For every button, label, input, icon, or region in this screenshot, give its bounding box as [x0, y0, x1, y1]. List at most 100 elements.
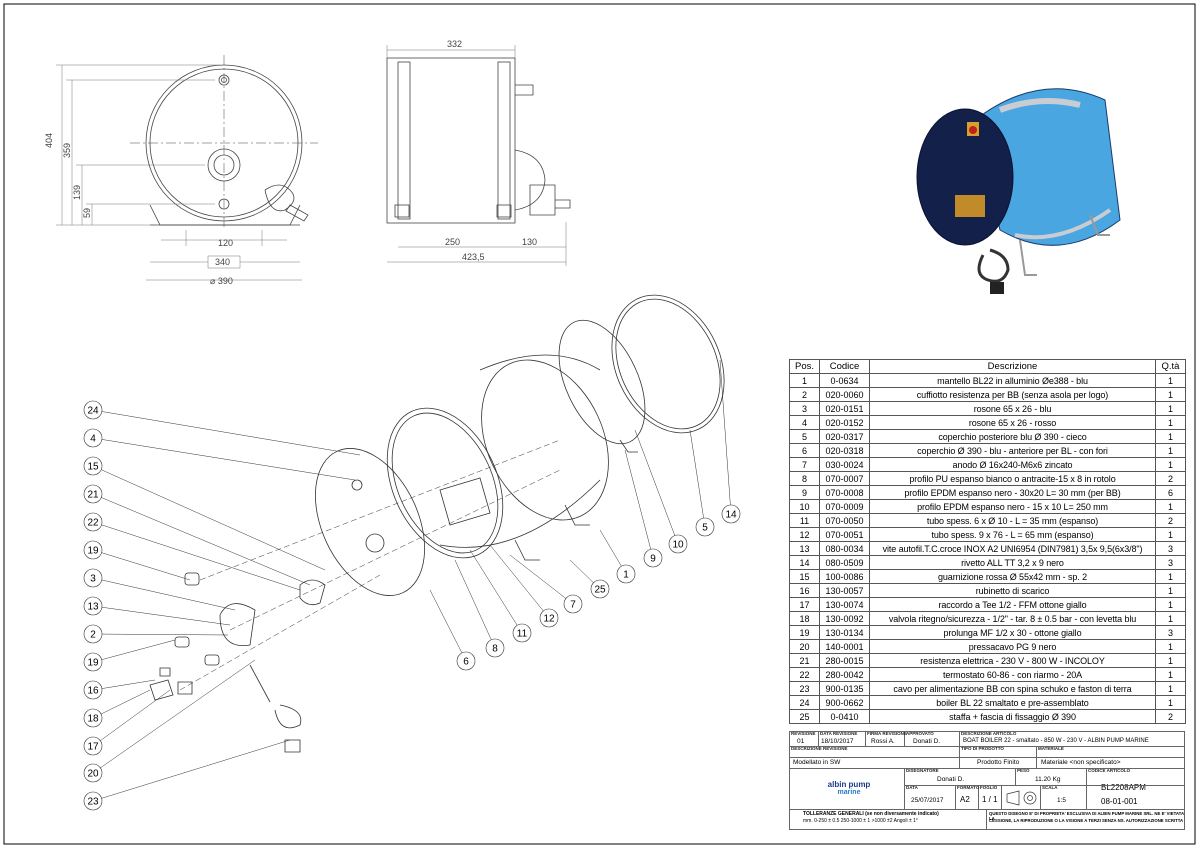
revision-number: 01 [797, 738, 805, 745]
dim-height-upper: 359 [62, 143, 72, 158]
balloon-label: 15 [87, 462, 99, 473]
balloon-leader [92, 689, 171, 747]
designer: Donati D. [937, 776, 965, 783]
bom-cell-desc: resistenza elettrica - 230 V - 800 W - I… [869, 653, 1156, 668]
bom-cell-code: 020-0151 [819, 401, 870, 416]
balloon-circle [590, 579, 610, 599]
drawing-number: 08-01-001 [1101, 797, 1138, 806]
modeled-in: Modellato in SW [793, 759, 841, 766]
balloon-label: 19 [87, 546, 99, 557]
bom-cell-qty: 1 [1155, 695, 1186, 710]
bom-cell-code: 070-0050 [819, 513, 870, 528]
cap-revision: REVISIONE [791, 731, 816, 736]
balloon-label: 8 [492, 644, 498, 655]
bom-cell-desc: tubo spess. 9 x 76 - L = 65 mm (espanso) [869, 527, 1156, 542]
balloon-circle [456, 651, 476, 671]
cap-material: MATERIALE [1038, 746, 1064, 751]
bom-cell-pos: 12 [789, 527, 820, 542]
bom-cell-pos: 24 [789, 695, 820, 710]
bom-cell-pos: 1 [789, 373, 820, 388]
bom-cell-code: 020-0060 [819, 387, 870, 402]
bom-cell-code: 100-0086 [819, 569, 870, 584]
dim-h2: 59 [82, 208, 92, 218]
balloon-leader [92, 689, 151, 719]
bom-header-desc: Descrizione [869, 359, 1156, 374]
balloon-circle [83, 428, 103, 448]
bom-cell-qty: 1 [1155, 499, 1186, 514]
bom-cell-code: 070-0009 [819, 499, 870, 514]
bom-cell-qty: 1 [1155, 639, 1186, 654]
balloon-circle [83, 512, 103, 532]
dim-h1: 139 [72, 185, 82, 200]
cap-weight: PESO [1017, 768, 1030, 773]
ownership-line-2: CESSIONE, LA RIPRODUZIONE O LA VISIONE A… [989, 818, 1184, 823]
date: 25/07/2017 [911, 797, 944, 804]
bom-cell-desc: rosone 65 x 26 - blu [869, 401, 1156, 416]
balloon-label: 11 [517, 629, 528, 640]
approved-by: Donati D. [913, 738, 941, 745]
projection-symbol [1006, 790, 1037, 806]
bom-cell-pos: 6 [789, 443, 820, 458]
balloon-label: 16 [87, 686, 99, 697]
bom-cell-code: 130-0074 [819, 597, 870, 612]
bom-cell-code: 0-0410 [819, 709, 870, 724]
balloon-label: 18 [87, 714, 99, 725]
bom-cell-desc: pressacavo PG 9 nero [869, 639, 1156, 654]
material: Materiale <non specificato> [1041, 759, 1121, 766]
bom-cell-code: 900-0135 [819, 681, 870, 696]
cap-approved: APPROVATO [906, 731, 934, 736]
bom-cell-pos: 17 [789, 597, 820, 612]
bom-cell-qty: 1 [1155, 457, 1186, 472]
article-description: BOAT BOILER 22 - smaltato - 850 W - 230 … [963, 738, 1149, 744]
bom-cell-code: 130-0092 [819, 611, 870, 626]
bom-cell-code: 070-0007 [819, 471, 870, 486]
bom-cell-code: 280-0042 [819, 667, 870, 682]
front-view-dimensions [56, 64, 302, 281]
bom-cell-qty: 2 [1155, 709, 1186, 724]
balloon-circle [695, 517, 715, 537]
isometric-render [916, 88, 1121, 294]
balloon-circle [512, 623, 532, 643]
bom-cell-qty: 1 [1155, 681, 1186, 696]
balloon-leader [92, 493, 311, 586]
balloon-circle [83, 568, 103, 588]
bom-cell-desc: termostato 60-86 - con riarmo - 20A [869, 667, 1156, 682]
bom-cell-pos: 8 [789, 471, 820, 486]
bom-cell-code: 030-0024 [819, 457, 870, 472]
bom-cell-qty: 1 [1155, 653, 1186, 668]
bom-cell-qty: 1 [1155, 443, 1186, 458]
bom-cell-qty: 1 [1155, 373, 1186, 388]
bom-cell-desc: rivetto ALL TT 3,2 x 9 nero [869, 555, 1156, 570]
cap-format: FORMATO [957, 785, 980, 790]
exploded-view [149, 294, 725, 753]
cap-part-type: TIPO DI PRODOTTO [961, 746, 1004, 751]
ownership-line-1: QUESTO DISEGNO E' DI PROPRIETA' ESCLUSIV… [989, 811, 1184, 821]
balloon-circle [721, 504, 741, 524]
bom-cell-pos: 4 [789, 415, 820, 430]
bom-cell-qty: 1 [1155, 611, 1186, 626]
bom-cell-qty: 1 [1155, 597, 1186, 612]
bom-cell-desc: cavo per alimentazione BB con spina schu… [869, 681, 1156, 696]
cap-designer: DISEGNATORE [906, 768, 939, 773]
bom-cell-qty: 6 [1155, 485, 1186, 500]
balloon-label: 9 [650, 554, 656, 565]
bom-cell-pos: 20 [789, 639, 820, 654]
bom-cell-code: 130-0134 [819, 625, 870, 640]
balloon-circle [643, 548, 663, 568]
bom-cell-pos: 15 [789, 569, 820, 584]
cap-article-code: CODICE ARTICOLO [1088, 768, 1131, 773]
balloon-label: 17 [87, 742, 99, 753]
bom-cell-pos: 5 [789, 429, 820, 444]
bom-cell-qty: 1 [1155, 583, 1186, 598]
bom-cell-code: 130-0057 [819, 583, 870, 598]
bom-cell-code: 080-0034 [819, 541, 870, 556]
